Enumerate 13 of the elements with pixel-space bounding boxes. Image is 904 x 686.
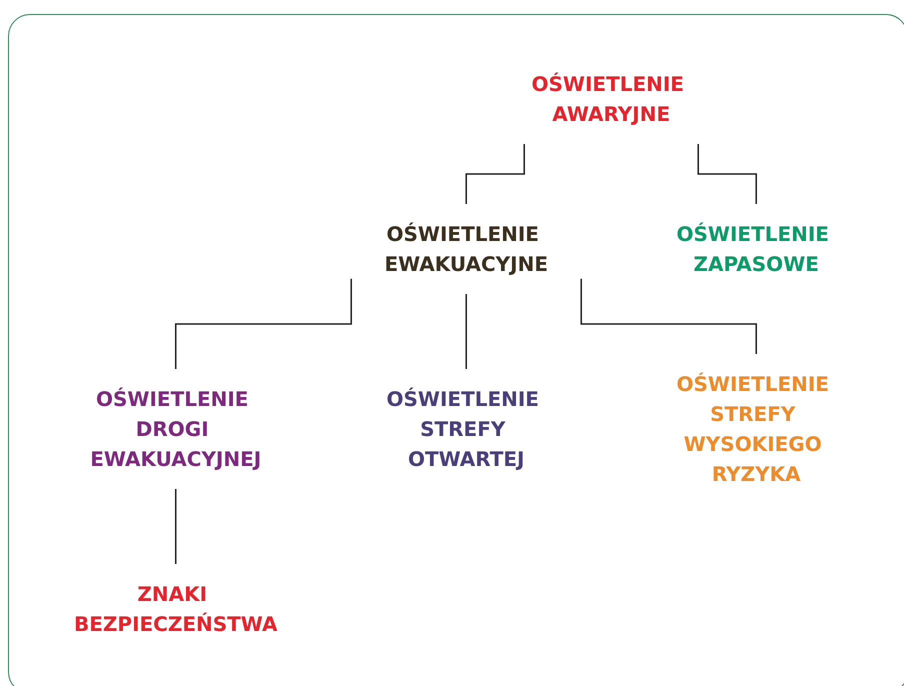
node-text: ZNAKI BEZPIECZEŃSTWA [74,582,278,636]
node-text: OŚWIETLENIE STREFY OTWARTEJ [386,387,540,471]
connector [175,278,352,370]
node-text: OŚWIETLENIE ZAPASOWE [676,222,830,276]
connector [466,294,468,370]
connector [698,144,758,205]
connector [175,489,177,565]
node-text: OŚWIETLENIE EWAKUACYJNE [384,222,548,276]
connector [466,144,526,205]
node-text: OŚWIETLENIE DROGI EWAKUACYJNEJ [90,387,262,471]
node-text: OŚWIETLENIE STREFY WYSOKIEGO RYZYKA [676,372,830,486]
connector [580,278,758,355]
node-text: OŚWIETLENIE AWARYJNE [532,72,684,126]
